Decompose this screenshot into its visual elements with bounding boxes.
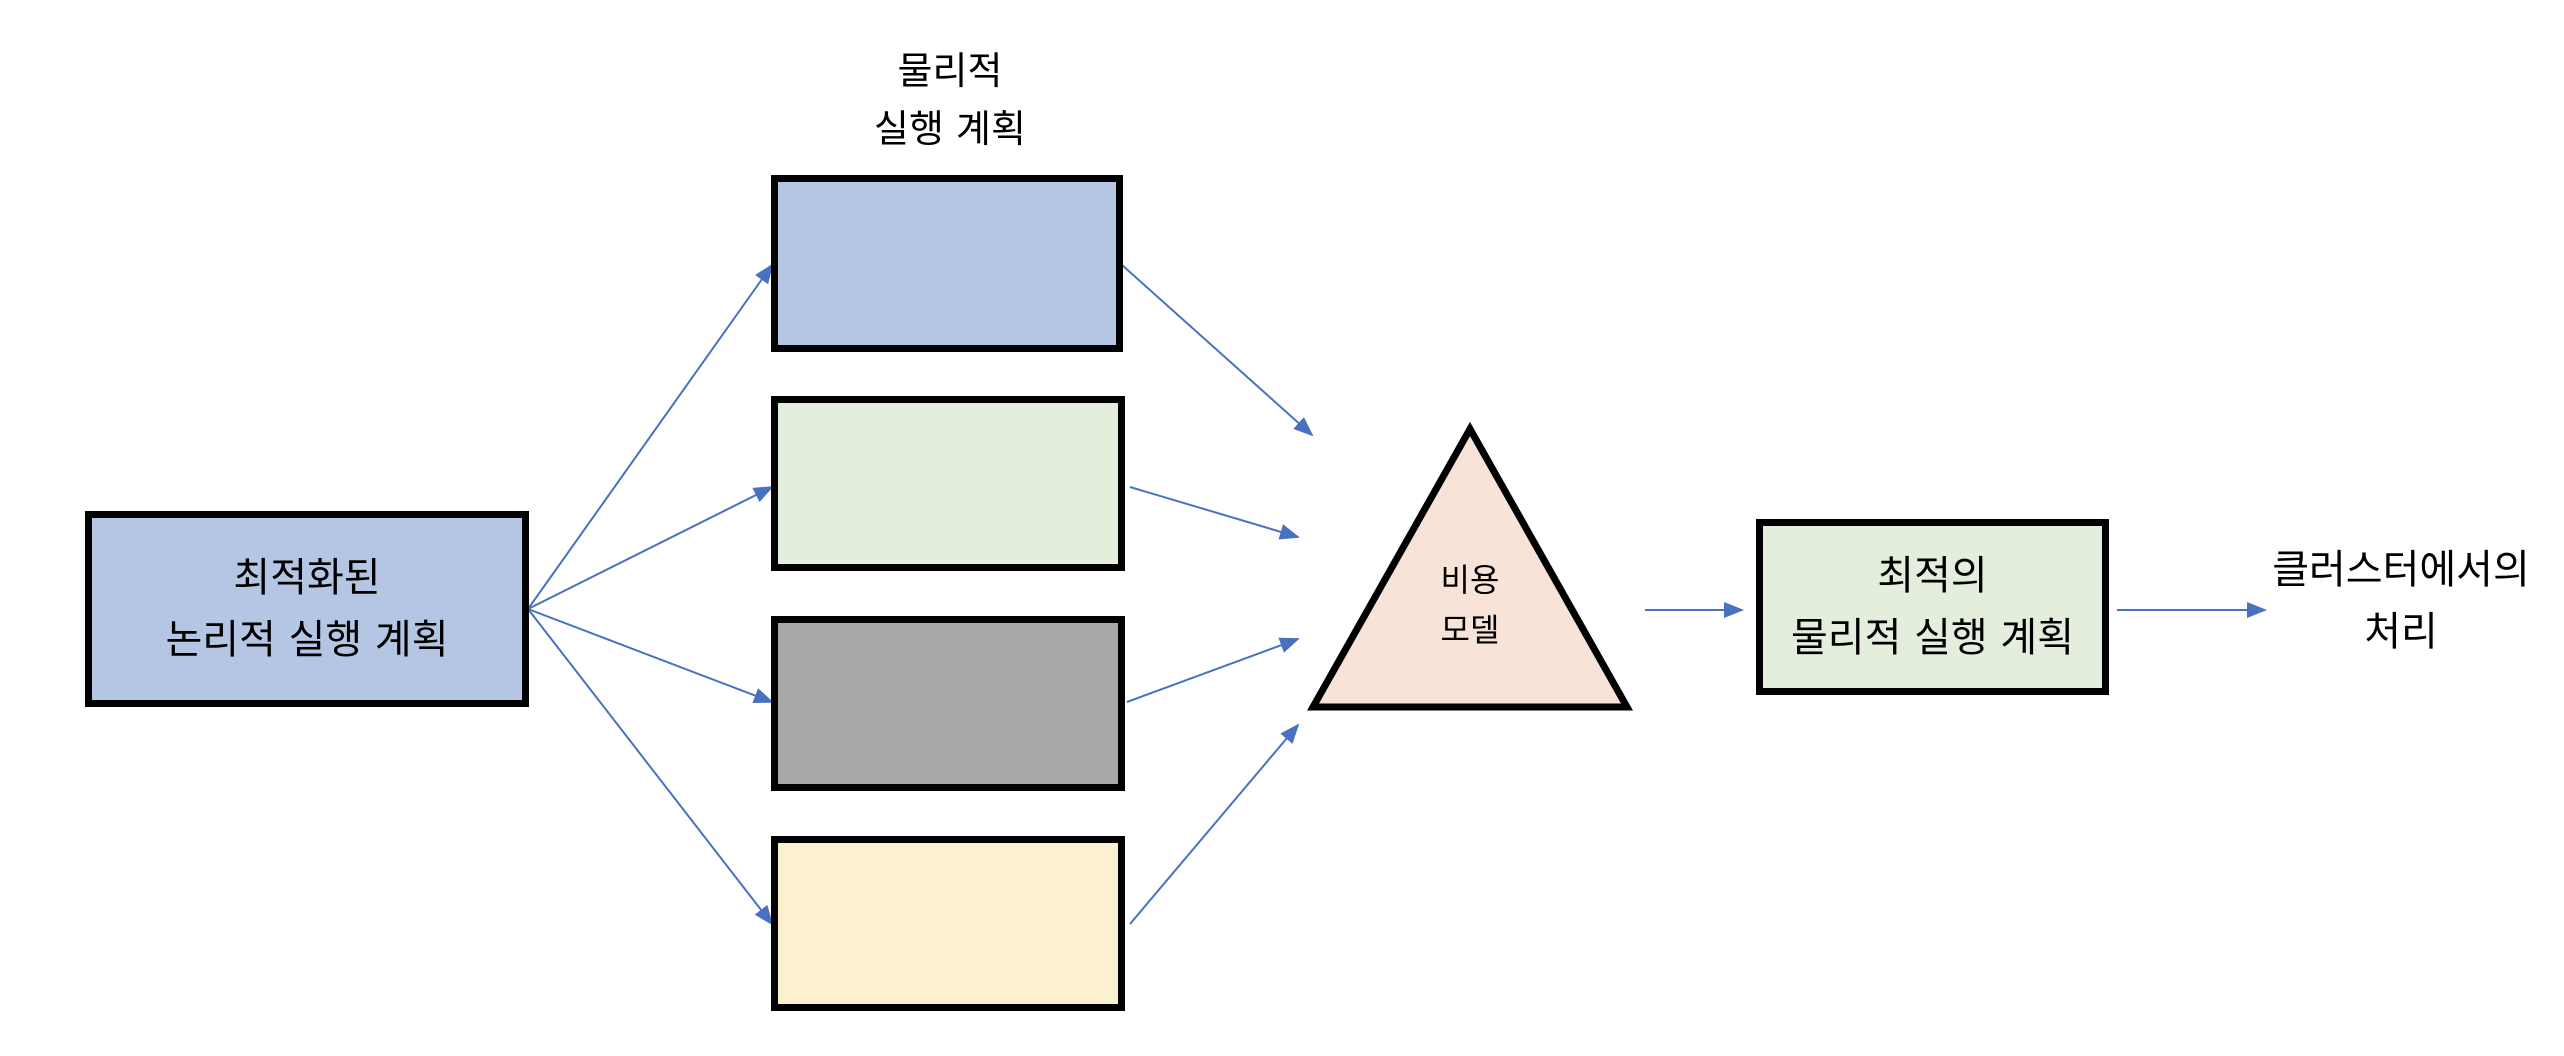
cost-model-triangle [1307, 421, 1633, 711]
optimized-logical-plan-label: 최적화된 논리적 실행 계획 [85, 511, 529, 707]
arrow-logical-to-plan-2 [527, 486, 774, 610]
physical-plans-header-line-1: 물리적 [897, 49, 1003, 93]
physical-plan-box-1 [771, 175, 1123, 352]
arrow-logical-to-plan-4 [527, 608, 774, 926]
optimized-logical-plan-line-2: 논리적 실행 계획 [165, 617, 449, 663]
physical-plan-box-4 [771, 836, 1125, 1011]
cost-model-label: 비용 모델 [1390, 550, 1550, 660]
arrow-logical-to-plan-1 [527, 263, 774, 610]
arrow-logical-to-plan-3 [527, 608, 774, 704]
cost-model-line-1: 비용 [1440, 561, 1500, 599]
arrow-plan-2-to-cost-model [1129, 486, 1300, 540]
optimized-logical-plan-box [85, 511, 529, 707]
physical-plans-header: 물리적 실행 계획 [800, 38, 1100, 162]
arrow-plan-3-to-cost-model [1126, 637, 1300, 703]
optimized-logical-plan-line-1: 최적화된 [233, 555, 381, 601]
optimal-physical-plan-line-1: 최적의 [1877, 553, 1988, 599]
cluster-processing-line-1: 클러스터에서의 [2272, 547, 2530, 593]
arrow-plan-4-to-cost-model [1129, 723, 1300, 925]
optimal-physical-plan-line-2: 물리적 실행 계획 [1790, 615, 2075, 661]
physical-plan-box-2 [771, 396, 1125, 571]
optimal-physical-plan-box [1756, 519, 2109, 695]
cluster-processing-line-2: 처리 [2364, 609, 2438, 655]
cluster-processing-label: 클러스터에서의 처리 [2268, 536, 2534, 666]
physical-plans-header-line-2: 실행 계획 [874, 107, 1026, 151]
optimal-physical-plan-label: 최적의 물리적 실행 계획 [1756, 519, 2109, 695]
arrow-plan-1-to-cost-model [1121, 264, 1314, 437]
cost-model-line-2: 모델 [1440, 611, 1500, 649]
physical-plan-box-3 [771, 616, 1125, 791]
